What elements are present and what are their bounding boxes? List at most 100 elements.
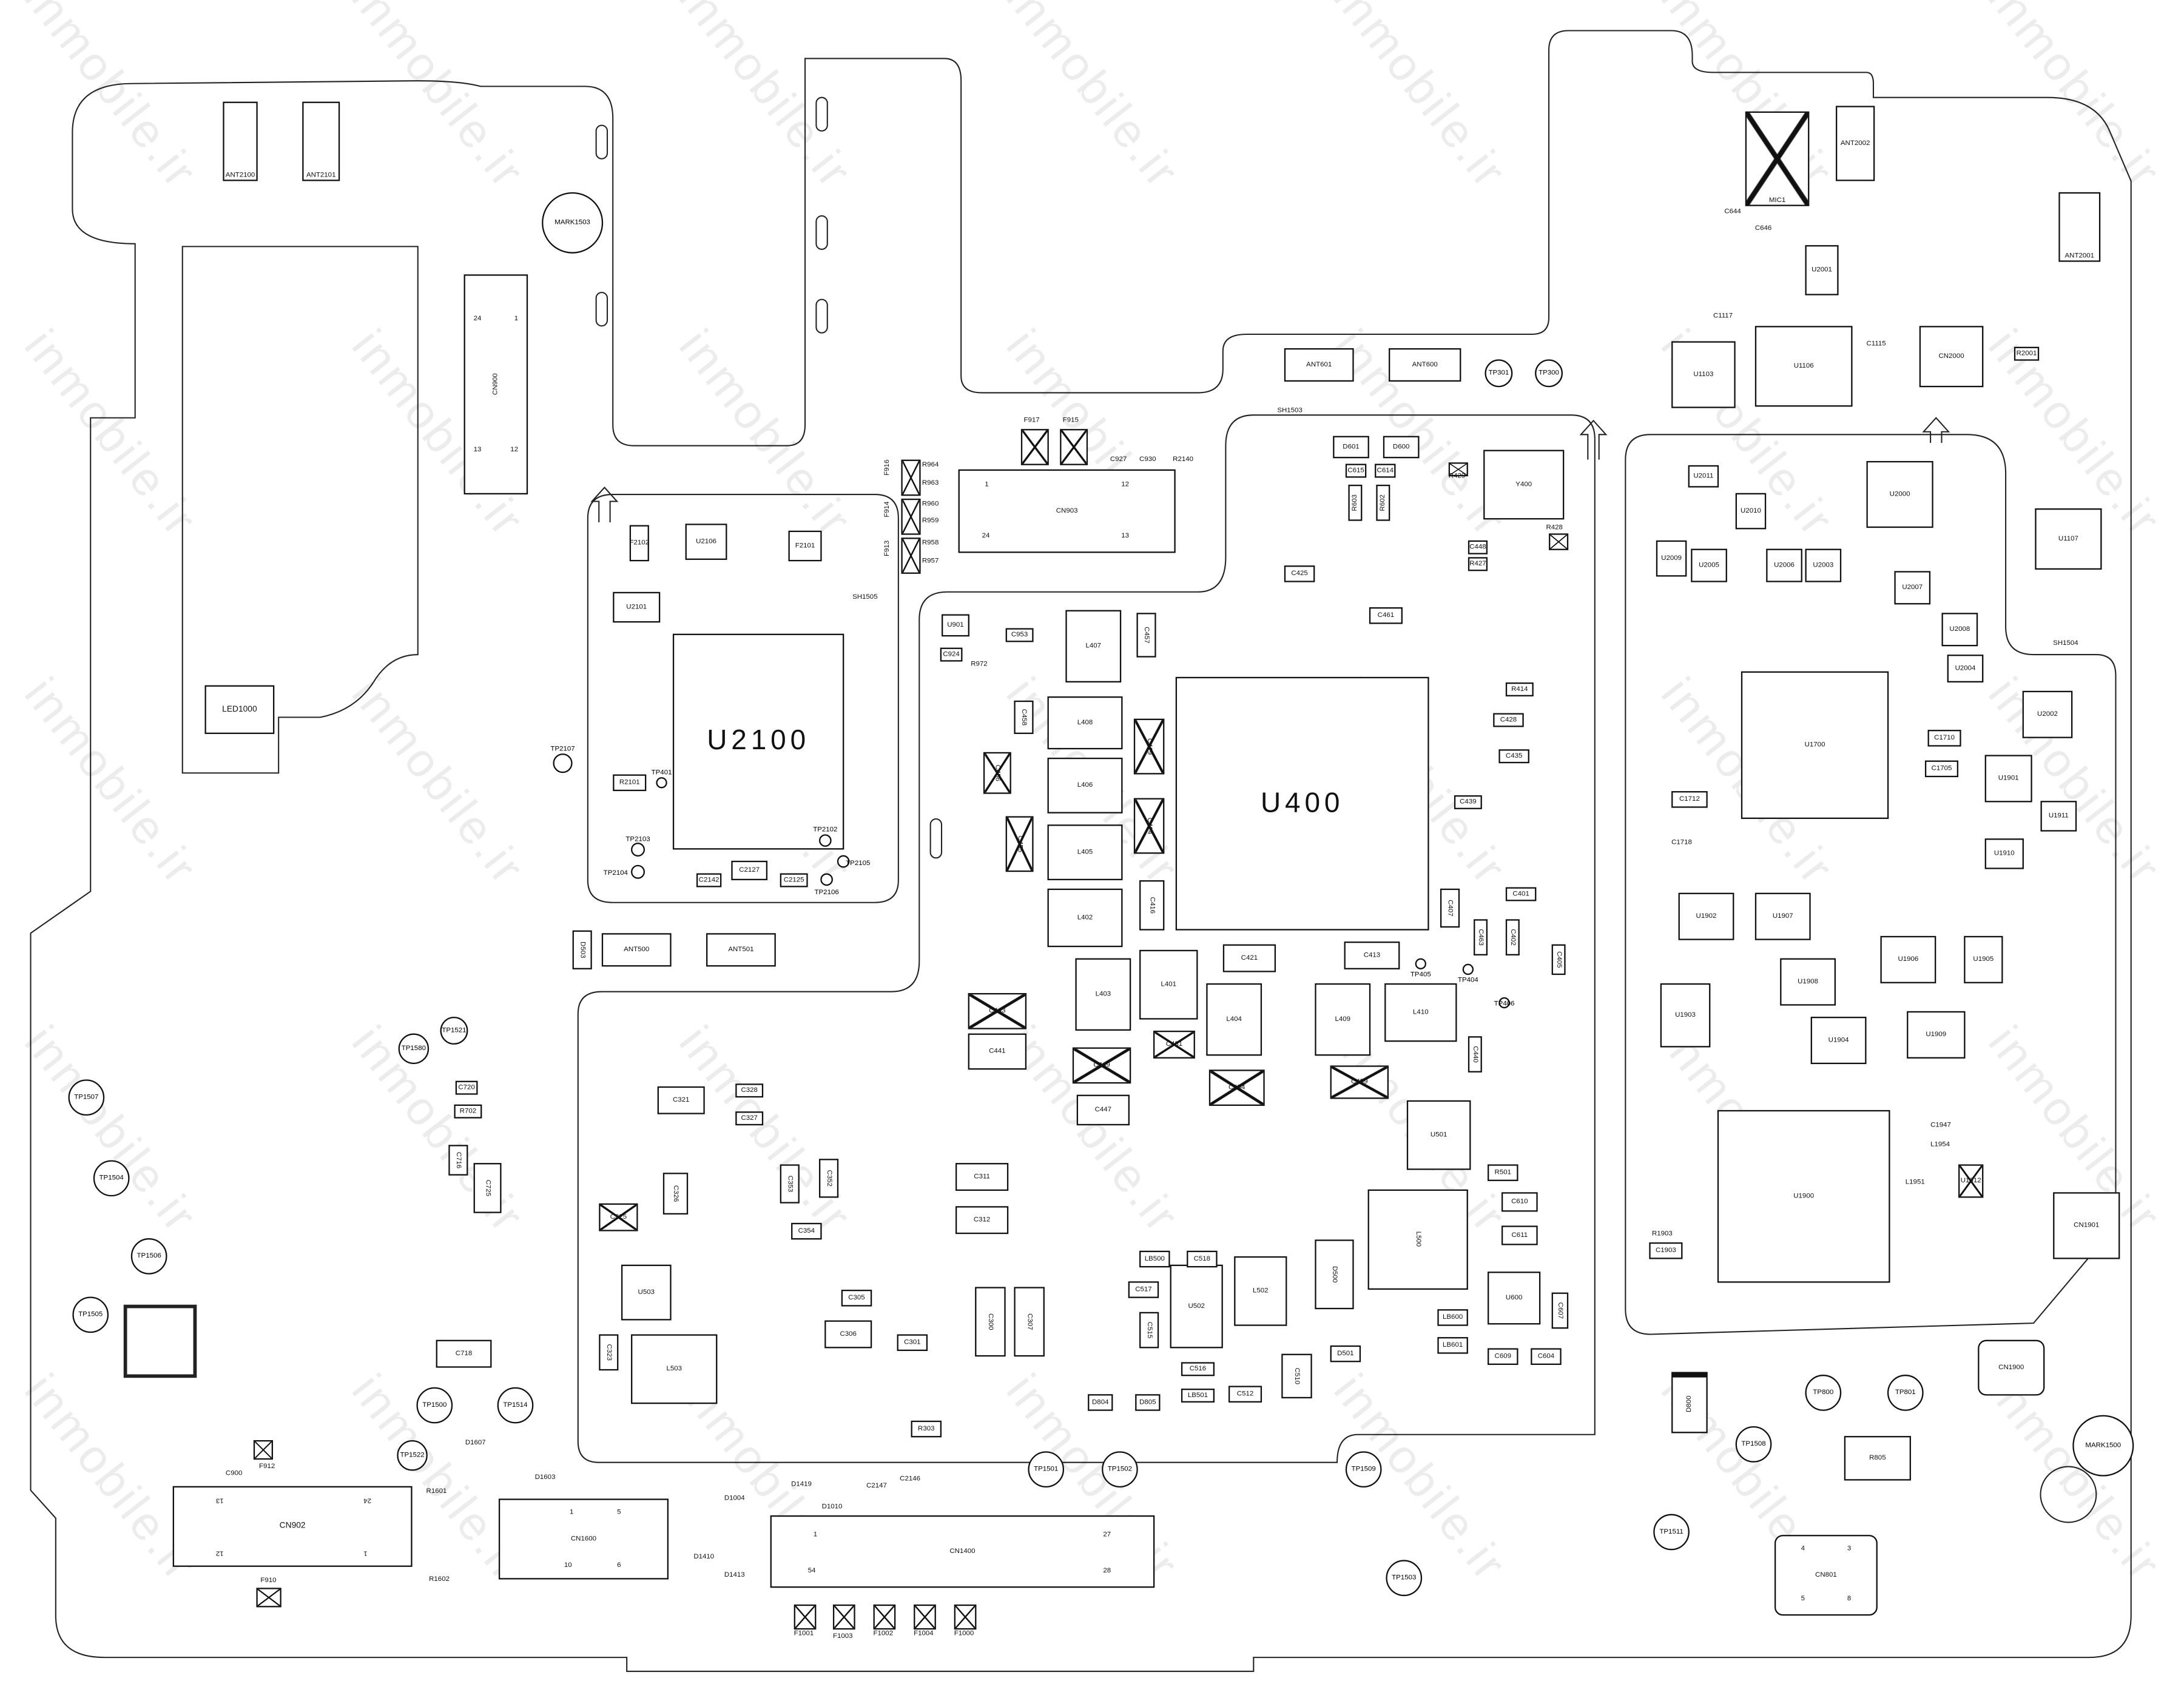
capacitor-c321[interactable]: C321 <box>657 1086 705 1114</box>
resistor-r603[interactable]: R603 <box>1348 484 1363 521</box>
inductor-l402[interactable]: L402 <box>1047 888 1123 948</box>
resistor-r2001[interactable]: R2001 <box>2014 346 2040 361</box>
ic-u1905[interactable]: U1905 <box>1964 935 2003 983</box>
capacitor-c604[interactable]: C604 <box>1531 1348 1562 1365</box>
test-point-tp2107[interactable]: TP2107 <box>550 745 575 773</box>
capacitor-c510[interactable]: C510 <box>1281 1353 1312 1399</box>
capacitor-c457[interactable]: C457 <box>1136 613 1156 658</box>
ferrite-lb500[interactable]: LB500 <box>1139 1250 1170 1268</box>
ic-u2011[interactable]: U2011 <box>1688 465 1719 488</box>
capacitor-c440[interactable]: C440 <box>1468 1036 1482 1073</box>
resistor-r303[interactable]: R303 <box>911 1420 942 1438</box>
ic-u1907[interactable]: U1907 <box>1754 892 1811 940</box>
test-point-tp1507[interactable]: TP1507 <box>68 1079 105 1116</box>
antenna-ant2101[interactable]: ANT2101 <box>302 101 340 181</box>
test-point-tp1509[interactable]: TP1509 <box>1345 1451 1382 1488</box>
ic-u1903[interactable]: U1903 <box>1660 983 1711 1048</box>
capacitor-c2142[interactable]: C2142 <box>696 873 722 888</box>
capacitor-c1705[interactable]: C1705 <box>1924 760 1959 778</box>
capacitor-c419[interactable]: C419 <box>1133 718 1165 775</box>
test-point-tp1506[interactable]: TP1506 <box>130 1238 167 1275</box>
test-point-tp300[interactable]: TP300 <box>1535 359 1563 388</box>
capacitor-c448[interactable]: C448 <box>1468 540 1488 554</box>
test-point-tp1508[interactable]: TP1508 <box>1735 1426 1772 1463</box>
test-point-tp1500[interactable]: TP1500 <box>416 1387 453 1424</box>
ic-u1700[interactable]: U1700 <box>1741 671 1889 819</box>
connector-cn1901[interactable]: CN1901 <box>2053 1192 2120 1259</box>
diode-d600[interactable]: D600 <box>1383 436 1420 459</box>
fuse-f914[interactable] <box>901 498 921 535</box>
capacitor-c515[interactable]: C515 <box>1139 1312 1159 1349</box>
ic-u1901[interactable]: U1901 <box>1984 755 2032 803</box>
test-point-tp1522[interactable]: TP1522 <box>397 1440 428 1471</box>
test-point-tp405[interactable]: TP405 <box>1410 958 1431 979</box>
fuse-f1004[interactable] <box>914 1604 936 1630</box>
antenna-ant500[interactable]: ANT500 <box>601 933 672 967</box>
capacitor-c463[interactable]: C463 <box>1474 919 1488 955</box>
resistor-r702[interactable]: R702 <box>454 1104 482 1119</box>
ic-u2010[interactable]: U2010 <box>1735 493 1767 530</box>
fuse-f1001[interactable] <box>794 1604 817 1630</box>
connector-cn2000[interactable]: CN2000 <box>1919 326 1984 388</box>
test-point-tp2105[interactable]: TP2105 <box>837 855 870 868</box>
capacitor-c305[interactable]: C305 <box>841 1290 872 1307</box>
capacitor-c607[interactable]: C607 <box>1551 1292 1569 1329</box>
fuse-f915[interactable] <box>1060 429 1088 465</box>
diode-d500[interactable]: D500 <box>1315 1239 1354 1310</box>
test-point-tp301[interactable]: TP301 <box>1485 359 1513 388</box>
capacitor-c614[interactable]: C614 <box>1375 463 1396 478</box>
capacitor-c610[interactable]: C610 <box>1501 1192 1538 1212</box>
fuse-f913[interactable] <box>901 537 921 574</box>
capacitor-c401[interactable]: C401 <box>1505 887 1537 901</box>
capacitor-c615[interactable]: C615 <box>1345 463 1367 478</box>
test-point-tp1514[interactable]: TP1514 <box>497 1387 534 1424</box>
inductor-l405[interactable]: L405 <box>1047 824 1123 881</box>
microphone-mic1[interactable]: MIC1 <box>1745 111 1810 206</box>
resistor-r427[interactable]: R427 <box>1468 557 1488 571</box>
capacitor-c421[interactable]: C421 <box>1222 944 1276 972</box>
test-point-tp1505[interactable]: TP1505 <box>72 1296 109 1333</box>
capacitor-c459[interactable]: C459 <box>1330 1065 1389 1099</box>
fuse-f910[interactable] <box>256 1588 281 1608</box>
antenna-ant601[interactable]: ANT601 <box>1284 348 1354 382</box>
capacitor-c458[interactable]: C458 <box>1014 700 1034 734</box>
capacitor-c716[interactable]: C716 <box>448 1145 468 1176</box>
inductor-l401[interactable]: L401 <box>1139 949 1198 1020</box>
ic-u2106[interactable]: U2106 <box>685 524 727 560</box>
capacitor-c718[interactable]: C718 <box>436 1339 492 1368</box>
ic-u502[interactable]: U502 <box>1170 1264 1223 1349</box>
resistor-r429[interactable] <box>1448 462 1468 477</box>
capacitor-c425[interactable]: C425 <box>1284 565 1315 582</box>
fuse-f917[interactable] <box>1020 429 1049 465</box>
ic-u400[interactable]: U400 <box>1175 676 1429 931</box>
capacitor-c301[interactable]: C301 <box>897 1334 928 1352</box>
capacitor-c456[interactable]: C456 <box>983 752 1011 794</box>
ic-u1911[interactable]: U1911 <box>2040 801 2077 832</box>
ic-u2006[interactable]: U2006 <box>1766 548 1802 582</box>
capacitor-c1712[interactable]: C1712 <box>1671 791 1708 808</box>
resistor-r805[interactable]: R805 <box>1844 1436 1911 1481</box>
test-point-tp2103[interactable]: TP2103 <box>625 836 650 857</box>
diode-d503[interactable]: D503 <box>572 930 592 969</box>
ic-u501[interactable]: U501 <box>1406 1100 1471 1170</box>
ic-u1904[interactable]: U1904 <box>1810 1017 1867 1065</box>
resistor-r414[interactable]: R414 <box>1505 682 1534 696</box>
antenna-ant501[interactable]: ANT501 <box>706 933 776 967</box>
ic-u901[interactable]: U901 <box>942 614 969 637</box>
test-point-tp1504[interactable]: TP1504 <box>93 1160 130 1197</box>
capacitor-c311[interactable]: C311 <box>955 1163 1009 1191</box>
antenna-ant2002[interactable]: ANT2002 <box>1835 106 1875 181</box>
diode-d501[interactable]: D501 <box>1330 1345 1361 1363</box>
ic-u1900[interactable]: U1900 <box>1717 1110 1890 1283</box>
connector-cn902[interactable]: CN902 13 24 12 1 <box>172 1486 413 1567</box>
antenna-ant2100[interactable]: ANT2100 <box>223 101 258 181</box>
capacitor-c924[interactable]: C924 <box>940 647 963 662</box>
ic-u600[interactable]: U600 <box>1488 1272 1541 1325</box>
ferrite-lb601[interactable]: LB601 <box>1437 1337 1468 1354</box>
resistor-r428[interactable] <box>1549 533 1569 550</box>
connector-cn900[interactable]: CN900 24 1 13 12 <box>463 274 528 495</box>
connector-cn903[interactable]: CN903 1 12 24 13 <box>958 469 1176 553</box>
fuse-f2102[interactable]: F2102 <box>630 525 649 562</box>
capacitor-c517[interactable]: C517 <box>1128 1281 1159 1298</box>
ferrite-lb501[interactable]: LB501 <box>1181 1389 1215 1403</box>
